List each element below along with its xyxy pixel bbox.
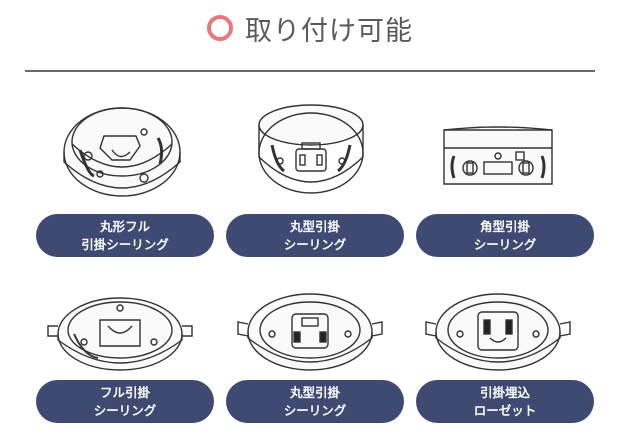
label-line2: シーリング [283, 236, 347, 252]
label-round-ceiling-hooks: 丸型引掛 シーリング [226, 380, 404, 423]
label-line1: フル引掛 [99, 384, 150, 400]
round-ceiling-socket-icon [258, 104, 364, 194]
label-line2: シーリング [93, 402, 157, 418]
page-header: 取り付け可能 [0, 0, 620, 56]
full-ceiling-socket-with-hooks-icon [47, 297, 193, 371]
label-line1: 丸型引掛 [289, 384, 340, 400]
page-title: 取り付け可能 [245, 15, 413, 47]
header-divider [25, 70, 595, 72]
label-line1: 引掛埋込 [479, 384, 530, 400]
round-full-ceiling-socket-icon [63, 107, 181, 197]
label-line2: シーリング [473, 236, 537, 252]
label-full-ceiling: フル引掛 シーリング [36, 380, 214, 423]
label-line1: 丸形フル [99, 218, 150, 234]
label-embedded-rosette: 引掛埋込 ローゼット [416, 380, 594, 423]
label-line1: 角型引掛 [479, 218, 530, 234]
label-line2: シーリング [283, 402, 347, 418]
embedded-rosette-with-hooks-icon [425, 293, 571, 371]
label-line2: ローゼット [473, 402, 537, 418]
round-ceiling-socket-with-hooks-icon [237, 293, 383, 371]
circle-ok-icon [207, 15, 233, 41]
label-square-ceiling: 角型引掛 シーリング [416, 214, 594, 257]
label-line1: 丸型引掛 [289, 218, 340, 234]
label-line2: 引掛シーリング [81, 236, 169, 252]
label-round-full-ceiling: 丸形フル 引掛シーリング [36, 214, 214, 257]
square-ceiling-socket-icon [443, 126, 553, 185]
label-round-ceiling: 丸型引掛 シーリング [226, 214, 404, 257]
